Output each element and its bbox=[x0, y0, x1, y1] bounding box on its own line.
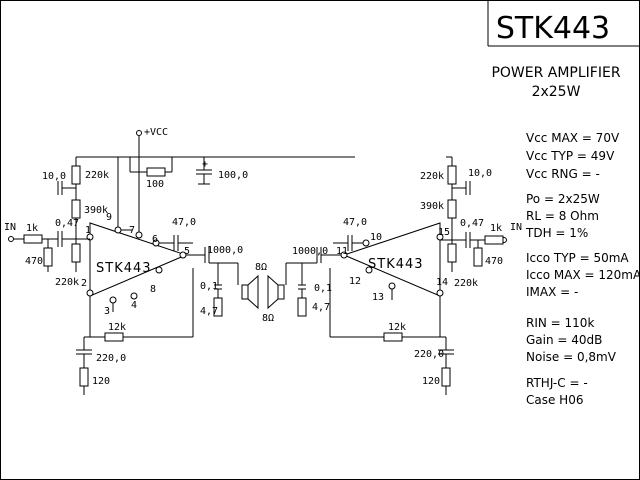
left-r-feedback bbox=[104, 332, 124, 342]
svg-text:1000,0: 1000,0 bbox=[292, 246, 328, 257]
spec-vcc-max: Vcc MAX = 70V bbox=[526, 131, 620, 145]
spec-tdh: TDH = 1% bbox=[525, 226, 588, 240]
svg-text:0,47: 0,47 bbox=[460, 218, 484, 229]
svg-text:8Ω: 8Ω bbox=[255, 262, 267, 273]
svg-text:10: 10 bbox=[370, 232, 382, 243]
spec-case: Case H06 bbox=[526, 393, 583, 407]
svg-text:220k: 220k bbox=[454, 278, 478, 289]
left-r-bias-bot bbox=[71, 243, 81, 263]
spec-gain: Gain = 40dB bbox=[526, 333, 602, 347]
svg-text:12: 12 bbox=[349, 276, 361, 287]
svg-text:470: 470 bbox=[485, 256, 503, 267]
right-amplifier-triangle bbox=[342, 222, 441, 297]
right-r-fb-gnd bbox=[441, 367, 451, 387]
left-channel: STK443 1 2 3 4 5 6 7 8 9 IN 1k 470 0,47 … bbox=[4, 157, 267, 395]
spec-icco-typ: Icco TYP = 50mA bbox=[526, 251, 629, 265]
resistor-100-label: 100 bbox=[146, 179, 164, 190]
spec-list: Vcc MAX = 70V Vcc TYP = 49V Vcc RNG = - … bbox=[525, 131, 640, 407]
left-r-input bbox=[23, 234, 43, 244]
left-chip-label: STK443 bbox=[96, 261, 152, 276]
svg-text:220k: 220k bbox=[420, 171, 444, 182]
right-r-fb-top bbox=[447, 199, 457, 219]
svg-text:120: 120 bbox=[92, 376, 110, 387]
svg-text:8Ω: 8Ω bbox=[262, 313, 274, 324]
svg-text:9: 9 bbox=[106, 212, 112, 223]
left-r-fb-gnd bbox=[79, 367, 89, 387]
left-r-gnd bbox=[43, 247, 53, 267]
svg-text:10,0: 10,0 bbox=[42, 171, 66, 182]
right-r-feedback bbox=[383, 332, 403, 342]
right-r-gnd bbox=[473, 247, 483, 267]
svg-text:220k: 220k bbox=[85, 170, 109, 181]
svg-text:6: 6 bbox=[152, 234, 158, 245]
svg-text:12k: 12k bbox=[388, 322, 406, 333]
right-input-label: IN bbox=[510, 222, 522, 233]
left-r-bias-top bbox=[71, 165, 81, 185]
spec-rin: RIN = 110k bbox=[526, 316, 594, 330]
right-chip-label: STK443 bbox=[368, 257, 424, 272]
left-amplifier-triangle bbox=[89, 222, 188, 297]
right-r-bias-top bbox=[447, 165, 457, 185]
svg-text:1k: 1k bbox=[26, 223, 38, 234]
supply-cap-label: 100,0 bbox=[218, 170, 248, 181]
subtitle-line1: POWER AMPLIFIER bbox=[491, 65, 620, 81]
vcc-label: +VCC bbox=[144, 127, 168, 138]
right-r-zobel bbox=[297, 297, 307, 317]
left-speaker bbox=[241, 284, 249, 300]
spec-rth: RTHJ-C = - bbox=[526, 376, 588, 390]
svg-text:1000,0: 1000,0 bbox=[207, 245, 243, 256]
right-channel: STK443 10 11 12 13 14 15 IN 1k 470 0,47 … bbox=[262, 156, 522, 395]
svg-text:13: 13 bbox=[372, 292, 384, 303]
svg-text:4: 4 bbox=[131, 300, 137, 311]
spec-imax: IMAX = - bbox=[526, 285, 578, 299]
svg-text:1: 1 bbox=[85, 225, 91, 236]
left-r-fb-top bbox=[71, 199, 81, 219]
svg-text:47,0: 47,0 bbox=[343, 217, 367, 228]
svg-text:220k: 220k bbox=[55, 277, 79, 288]
right-r-input bbox=[484, 235, 504, 245]
svg-text:11: 11 bbox=[336, 246, 348, 257]
svg-text:2: 2 bbox=[81, 278, 87, 289]
spec-vcc-rng: Vcc RNG = - bbox=[526, 167, 600, 181]
svg-text:47,0: 47,0 bbox=[172, 217, 196, 228]
svg-text:+: + bbox=[202, 159, 208, 170]
svg-text:15: 15 bbox=[438, 227, 450, 238]
svg-text:120: 120 bbox=[422, 376, 440, 387]
svg-text:4,7: 4,7 bbox=[200, 306, 218, 317]
svg-text:12k: 12k bbox=[108, 322, 126, 333]
spec-noise: Noise = 0,8mV bbox=[526, 350, 617, 364]
svg-text:10,0: 10,0 bbox=[468, 168, 492, 179]
right-speaker bbox=[277, 284, 285, 300]
subtitle-line2: 2x25W bbox=[532, 84, 581, 100]
svg-text:0,1: 0,1 bbox=[200, 281, 218, 292]
svg-text:7: 7 bbox=[129, 225, 135, 236]
svg-text:220,0: 220,0 bbox=[96, 353, 126, 364]
svg-text:5: 5 bbox=[184, 246, 190, 257]
page-title: STK443 bbox=[496, 11, 610, 46]
left-r-zobel bbox=[213, 297, 223, 317]
svg-text:220,0: 220,0 bbox=[414, 349, 444, 360]
spec-icco-max: Icco MAX = 120mA bbox=[526, 268, 640, 282]
svg-text:0,1: 0,1 bbox=[314, 283, 332, 294]
left-input-label: IN bbox=[4, 222, 16, 233]
spec-rl: RL = 8 Ohm bbox=[526, 209, 599, 223]
supply-rail: +VCC 100 + 100,0 bbox=[76, 127, 355, 232]
svg-text:3: 3 bbox=[104, 306, 110, 317]
svg-text:8: 8 bbox=[150, 284, 156, 295]
spec-vcc-typ: Vcc TYP = 49V bbox=[526, 149, 615, 163]
svg-text:0,47: 0,47 bbox=[55, 218, 79, 229]
svg-text:470: 470 bbox=[25, 256, 43, 267]
svg-text:14: 14 bbox=[436, 277, 448, 288]
svg-text:390k: 390k bbox=[420, 201, 444, 212]
vcc-terminal bbox=[136, 130, 142, 136]
left-input-terminal bbox=[8, 236, 14, 242]
right-r-bias-bot bbox=[447, 243, 457, 263]
svg-text:390k: 390k bbox=[84, 205, 108, 216]
resistor-100 bbox=[146, 167, 166, 177]
spec-po: Po = 2x25W bbox=[526, 192, 600, 206]
svg-text:4,7: 4,7 bbox=[312, 302, 330, 313]
svg-text:1k: 1k bbox=[490, 223, 502, 234]
